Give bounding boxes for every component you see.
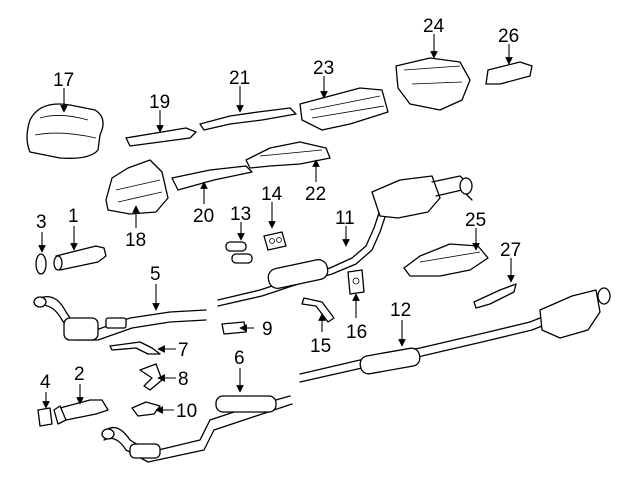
callout-12: 12 xyxy=(390,300,411,321)
part-12-rear-pipe-muffler xyxy=(299,287,611,383)
callout-25: 25 xyxy=(465,210,486,231)
callout-16: 16 xyxy=(346,322,367,343)
callout-numbers: 17 19 21 23 24 26 18 20 22 3 1 13 14 11 … xyxy=(36,16,521,422)
callout-4: 4 xyxy=(40,372,51,393)
part-3-gasket xyxy=(35,253,47,275)
callout-10: 10 xyxy=(176,401,197,422)
callout-13: 13 xyxy=(230,204,251,225)
callout-8: 8 xyxy=(178,369,189,390)
callout-20: 20 xyxy=(193,206,214,227)
callout-5: 5 xyxy=(150,264,161,285)
part-18-heat-shield xyxy=(105,159,169,215)
callout-2: 2 xyxy=(74,364,85,385)
callout-18: 18 xyxy=(125,230,146,251)
part-16-isolator xyxy=(347,269,365,295)
part-25-heat-shield xyxy=(403,243,489,277)
part-23-heat-shield xyxy=(299,87,389,131)
part-20-heat-shield xyxy=(171,165,253,191)
callout-26: 26 xyxy=(498,26,519,47)
callout-9: 9 xyxy=(262,319,273,340)
part-21-heat-shield xyxy=(199,107,297,131)
part-26-heat-shield xyxy=(485,61,533,85)
callout-11: 11 xyxy=(335,208,355,229)
callout-7: 7 xyxy=(178,340,189,361)
part-11-rear-pipe-muffler xyxy=(217,175,473,307)
part-19-heat-shield xyxy=(125,127,197,147)
callout-15: 15 xyxy=(310,336,331,357)
callout-3: 3 xyxy=(36,212,47,233)
callout-6: 6 xyxy=(234,348,245,369)
part-7-bracket xyxy=(109,341,161,355)
callout-27: 27 xyxy=(500,240,521,261)
callout-17: 17 xyxy=(53,70,74,91)
callout-21: 21 xyxy=(229,68,250,89)
part-27-heat-shield xyxy=(473,283,517,309)
part-1-pipe xyxy=(53,245,107,271)
callout-23: 23 xyxy=(313,58,334,79)
part-17-heat-shield xyxy=(26,103,104,159)
part-6-intermediate-pipe xyxy=(101,395,293,463)
part-4-gasket xyxy=(37,407,53,427)
part-13-hangers xyxy=(225,241,253,264)
callout-lines xyxy=(38,34,515,414)
part-2-pipe xyxy=(53,399,109,425)
callout-24: 24 xyxy=(423,16,445,37)
part-15-bracket xyxy=(301,297,335,323)
part-22-heat-shield xyxy=(245,141,331,169)
part-8-bracket xyxy=(139,363,163,391)
part-5-front-pipe xyxy=(33,295,207,341)
part-10-bracket xyxy=(131,401,161,417)
callout-14: 14 xyxy=(261,184,283,205)
part-24-heat-shield xyxy=(395,57,471,111)
part-14-isolator xyxy=(263,231,287,251)
callout-22: 22 xyxy=(305,184,326,205)
callout-1: 1 xyxy=(68,206,79,227)
callout-19: 19 xyxy=(149,92,170,113)
